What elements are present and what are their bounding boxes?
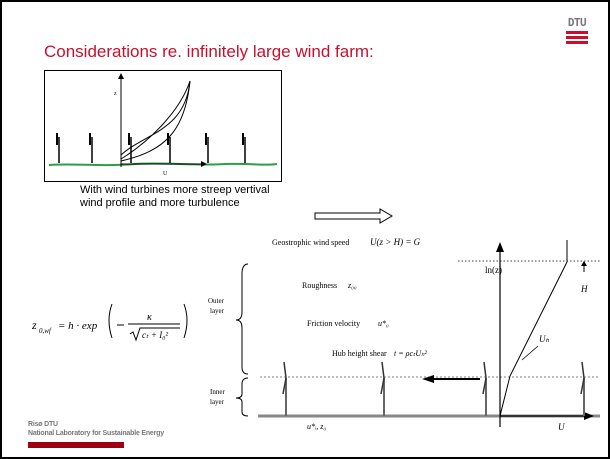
u-axis-label: U — [558, 422, 565, 432]
formula-lhs: z — [31, 318, 37, 332]
outer-layer-label-1: Outer — [208, 297, 225, 305]
lnz-axis-arrow — [496, 242, 504, 252]
roughness-label: Roughness — [302, 281, 337, 290]
h-marker-arrow — [581, 261, 587, 266]
wind-turbine — [380, 361, 385, 416]
inset-wind-profile-plot: z U — [44, 70, 282, 182]
wind-turbine — [580, 361, 585, 416]
friction-symbol: u*₀ — [378, 319, 389, 328]
inset-turbines — [58, 137, 246, 163]
inset-profile-2 — [120, 80, 191, 160]
logo-text: DTU — [567, 16, 587, 29]
lnz-label: ln(z) — [485, 265, 502, 275]
footer-line-1: Risø DTU — [28, 421, 58, 428]
dtu-logo: DTU — [566, 16, 588, 46]
transition-arrow-icon — [314, 208, 393, 224]
roughness-symbol: z₀₀ — [347, 281, 357, 290]
h-label: H — [580, 284, 588, 294]
wind-turbines — [282, 361, 585, 416]
friction-label: Friction velocity — [307, 319, 360, 328]
uh-pointer — [521, 345, 539, 361]
inset-z-label: z — [114, 91, 117, 97]
geostrophic-formula: U(z > H) = G — [370, 237, 421, 247]
slide-title: Considerations re. infinitely large wind… — [44, 42, 374, 61]
formula-root: cₜ + I₀² — [142, 330, 168, 340]
inset-blades — [56, 133, 244, 145]
formula-lhs-sub: 0,wf — [39, 327, 52, 335]
wind-turbine — [482, 361, 487, 416]
geostrophic-label: Geostrophic wind speed — [272, 238, 349, 247]
inset-caption: With wind turbines more streep vertival … — [80, 184, 270, 210]
wind-profile-line — [499, 261, 568, 417]
formula-right-paren — [183, 303, 188, 339]
inset-profile-1 — [120, 80, 191, 162]
ground-label: u*ᵢ, z₀ — [307, 422, 326, 431]
logo-bars — [566, 31, 588, 44]
inset-u-label: U — [163, 171, 168, 177]
inset-svg: z U — [48, 73, 278, 177]
footer-line-2: National Laboratory for Sustainable Ener… — [28, 430, 164, 437]
footer-accent-bar — [28, 442, 124, 448]
outer-layer-label-2: layer — [210, 307, 225, 315]
hub-label: Hub height shear — [332, 349, 387, 358]
inner-layer-label-2: layer — [210, 398, 225, 406]
u-axis-arrow — [584, 412, 594, 420]
caption-line-2: wind profile and more turbulence — [80, 197, 240, 209]
hub-shear-arrow-head — [422, 375, 434, 383]
formula-mid: = h · exp — [58, 320, 98, 332]
caption-line-1: With wind turbines more streep vertival — [80, 184, 270, 196]
formula-kappa: κ — [147, 312, 152, 323]
inner-layer-label-1: Inner — [210, 388, 225, 396]
outer-layer-brace — [235, 263, 249, 375]
formula-left-paren — [108, 303, 113, 339]
inset-u-arrow — [201, 161, 207, 167]
wind-turbine — [282, 361, 287, 416]
inset-z-arrow — [118, 73, 124, 79]
inner-layer-brace — [235, 377, 249, 417]
inset-profile-3 — [120, 80, 191, 156]
footer-text: Risø DTU National Laboratory for Sustain… — [28, 420, 164, 438]
hub-formula: t = ρcₜUₕ² — [394, 349, 427, 358]
formula-sqrt — [129, 327, 180, 342]
uh-label: Uₕ — [539, 334, 549, 344]
